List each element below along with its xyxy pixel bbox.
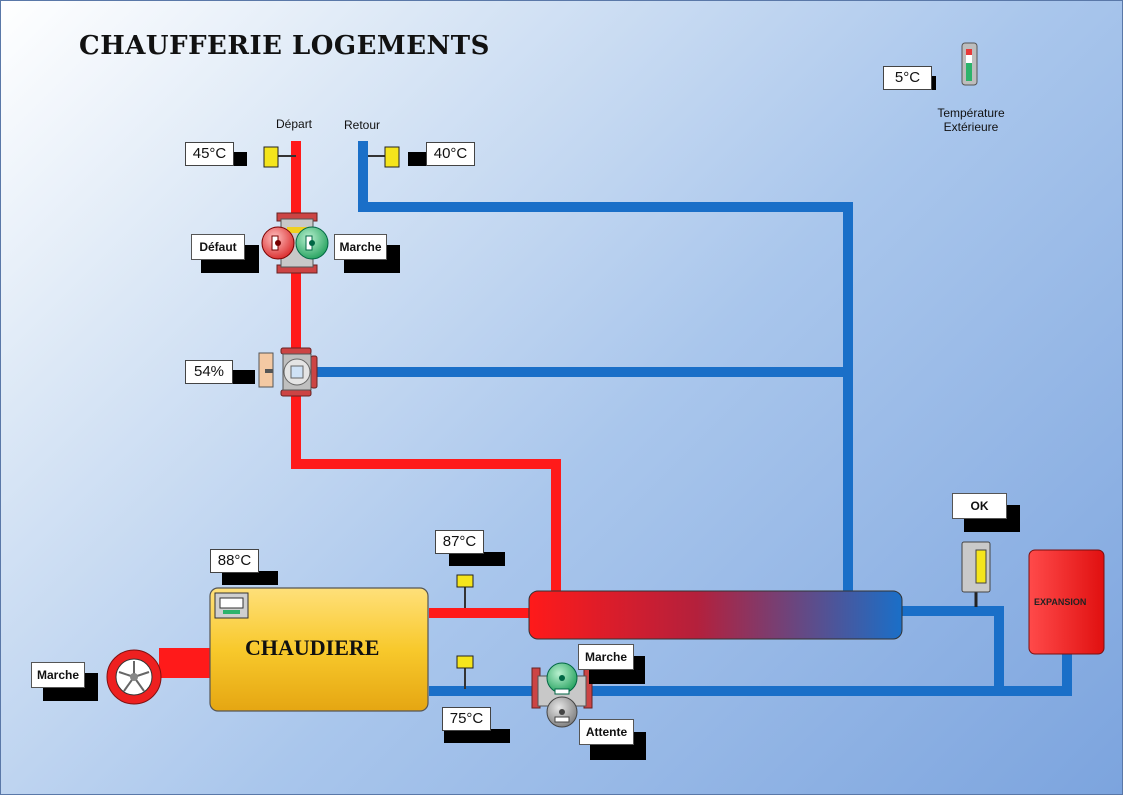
pump-running-icon [295,226,329,260]
pump-fault-icon [261,226,295,260]
outdoor-label-line2: Extérieure [943,120,999,134]
depart-temp-value: 45°C [185,142,234,166]
valve-opening-value: 54% [185,360,233,384]
retour-label: Retour [344,118,381,132]
boiler-return-sensor-icon [456,655,474,689]
value-shadow [449,552,505,566]
value-shadow [222,571,278,585]
boiler-return-temp-value: 75°C [442,707,491,731]
mixing-valve[interactable] [258,347,318,397]
boiler-pump-run-button[interactable]: Marche [578,644,634,670]
burner-fan-icon[interactable] [106,649,162,705]
outdoor-temp-value: 5°C [883,66,932,90]
return-piping [315,141,1072,696]
value-shadow [444,729,510,743]
supply-piping [159,141,561,678]
heat-exchanger [528,590,903,640]
return-temp-sensor-icon [368,146,400,168]
circuit-twin-pump[interactable] [261,212,329,274]
expansion-label: EXPANSION [1034,597,1087,607]
boiler-body[interactable] [209,587,429,712]
pressure-ok-status[interactable]: OK [952,493,1007,519]
expansion-vessel [1028,549,1105,655]
boiler-label: CHAUDIERE [245,635,380,660]
boiler-temp-value: 88°C [210,549,259,573]
pressure-switch-icon [961,541,991,607]
boiler-twin-pump[interactable] [531,662,593,728]
supply-temp-sensor-icon [263,146,296,168]
boiler-display-icon [214,592,249,619]
page-title: CHAUFFERIE LOGEMENTS [79,31,490,61]
outdoor-label-line1: Température [937,106,1005,120]
boiler-supply-sensor-icon [456,574,474,608]
retour-temp-value: 40°C [426,142,475,166]
boiler-pump-standby-button[interactable]: Attente [579,719,634,745]
pump-run-button[interactable]: Marche [334,234,387,260]
pump-running-icon [546,662,578,695]
boiler-supply-temp-value: 87°C [435,530,484,554]
outdoor-thermometer-icon [961,42,978,86]
outdoor-temp-label: Température Extérieure [921,106,1021,134]
pump-fault-button[interactable]: Défaut [191,234,245,260]
pump-standby-icon [546,696,578,728]
depart-label: Départ [276,117,313,131]
burner-run-button[interactable]: Marche [31,662,85,688]
